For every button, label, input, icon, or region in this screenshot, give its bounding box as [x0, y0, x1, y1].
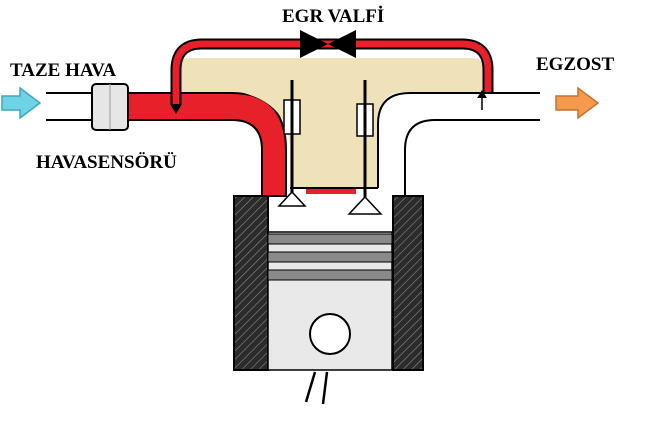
combustion-chamber-egr	[306, 188, 356, 194]
intake-pipe	[46, 92, 92, 121]
piston-ring-3	[267, 269, 393, 281]
piston-ring-1	[267, 233, 393, 245]
cylinder-head-chamber	[176, 58, 484, 188]
exhaust-label: EGZOST	[536, 54, 614, 75]
egr-down-arrow	[170, 104, 182, 114]
exhaust-pipe	[377, 92, 540, 188]
piston-pin	[309, 313, 351, 355]
piston-ring-2	[267, 251, 393, 263]
fresh-air-label: TAZE HAVA	[10, 60, 116, 81]
exhaust-valve	[347, 80, 383, 215]
egr-valve-label: EGR VALFİ	[282, 6, 384, 27]
piston	[267, 231, 393, 371]
exhaust-arrow	[555, 86, 600, 120]
connecting-rod	[304, 371, 329, 405]
intake-valve	[277, 80, 307, 207]
air-sensor-label: HAVASENSÖRÜ	[36, 152, 177, 173]
cylinder-wall-left	[233, 195, 269, 371]
cylinder-wall-right	[392, 195, 424, 371]
fresh-air-arrow	[1, 86, 42, 120]
intake-flow-red	[127, 92, 287, 197]
egr-valve-icon	[300, 30, 356, 58]
